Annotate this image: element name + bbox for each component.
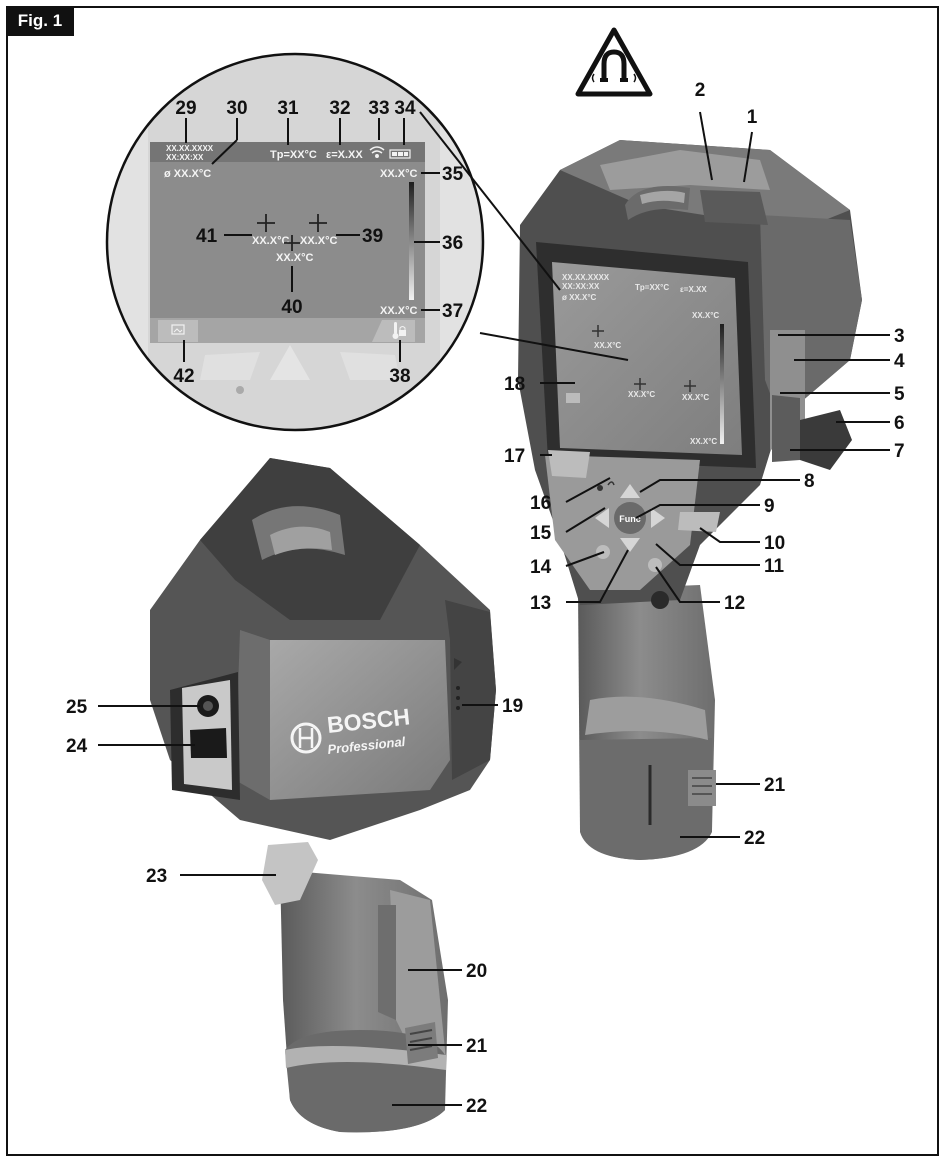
callout-21-rear: 21 bbox=[764, 775, 786, 796]
callout-23: 23 bbox=[146, 866, 167, 887]
zoom-screen bbox=[150, 142, 425, 340]
callout-30: 30 bbox=[226, 98, 247, 119]
gallery-icon bbox=[171, 324, 185, 335]
svg-text:XX.X°C: XX.X°C bbox=[276, 252, 313, 264]
callout-13: 13 bbox=[530, 593, 551, 614]
callout-36: 36 bbox=[442, 233, 463, 254]
rear-battery bbox=[580, 738, 712, 860]
callout-14: 14 bbox=[530, 557, 552, 578]
svg-text:XX.X°C: XX.X°C bbox=[594, 341, 621, 350]
callout-21-front: 21 bbox=[466, 1036, 488, 1057]
magnet-warning-icon bbox=[575, 27, 653, 97]
callout-11: 11 bbox=[764, 556, 785, 577]
rear-grip-highlight bbox=[585, 696, 708, 740]
callout-1: 1 bbox=[747, 107, 758, 128]
callout-19: 19 bbox=[502, 696, 523, 717]
svg-text:XX.X°C: XX.X°C bbox=[380, 305, 417, 317]
rear-screen bbox=[552, 262, 742, 455]
svg-text:XX:XX:XX: XX:XX:XX bbox=[562, 282, 600, 291]
callout-6: 6 bbox=[894, 413, 905, 434]
callout-7: 7 bbox=[894, 441, 905, 462]
rear-screen-crosshairs bbox=[592, 325, 696, 392]
svg-text:XX.X°C: XX.X°C bbox=[692, 311, 719, 320]
callout-33: 33 bbox=[368, 98, 389, 119]
svg-text:ø XX.X°C: ø XX.X°C bbox=[164, 168, 211, 180]
callout-25: 25 bbox=[66, 697, 88, 718]
thermometer-lock-icon bbox=[392, 322, 406, 339]
svg-text:ε=X.XX: ε=X.XX bbox=[326, 149, 363, 161]
rear-left-button[interactable] bbox=[595, 508, 609, 528]
callout-24: 24 bbox=[66, 736, 88, 757]
svg-text:XX.X°C: XX.X°C bbox=[628, 390, 655, 399]
figure-label: Fig. 1 bbox=[6, 6, 74, 36]
svg-text:ø XX.X°C: ø XX.X°C bbox=[562, 293, 597, 302]
leader-lines bbox=[98, 111, 890, 1106]
callout-34: 34 bbox=[394, 98, 416, 119]
svg-text:Tp=XX°C: Tp=XX°C bbox=[635, 283, 669, 292]
zoom-detail: XX.XX.XXXX XX:XX:XX Tp=XX°C ε=X.XX ø XX.… bbox=[105, 52, 485, 432]
callout-31: 31 bbox=[277, 98, 299, 119]
callout-5: 5 bbox=[894, 384, 905, 405]
rear-battery-latch bbox=[688, 770, 716, 806]
callout-17: 17 bbox=[504, 446, 525, 467]
front-trigger[interactable] bbox=[262, 842, 318, 905]
callout-39: 39 bbox=[362, 226, 383, 247]
rear-power-button[interactable] bbox=[648, 558, 662, 572]
callout-3: 3 bbox=[894, 326, 905, 347]
svg-text:XX.XX.XXXX: XX.XX.XXXX bbox=[562, 273, 610, 282]
callout-18: 18 bbox=[504, 374, 525, 395]
callout-15: 15 bbox=[530, 523, 552, 544]
callout-22-rear: 22 bbox=[744, 828, 765, 849]
callout-10: 10 bbox=[764, 533, 785, 554]
wifi-icon bbox=[369, 146, 385, 158]
figure-frame bbox=[6, 6, 939, 1156]
callout-16: 16 bbox=[530, 493, 551, 514]
callout-37: 37 bbox=[442, 301, 463, 322]
callout-41: 41 bbox=[196, 226, 218, 247]
callout-40: 40 bbox=[281, 297, 302, 318]
callout-20: 20 bbox=[466, 961, 487, 982]
callout-8: 8 bbox=[804, 471, 815, 492]
callout-labels: 29 30 31 32 33 34 35 36 37 38 39 40 41 4… bbox=[66, 80, 905, 1117]
rear-up-button[interactable] bbox=[620, 484, 640, 498]
svg-text:XX.X°C: XX.X°C bbox=[690, 437, 717, 446]
callout-32: 32 bbox=[329, 98, 350, 119]
front-brand-panel bbox=[265, 640, 450, 800]
svg-text:XX.X°C: XX.X°C bbox=[252, 235, 289, 247]
callout-22-front: 22 bbox=[466, 1096, 487, 1117]
zoom-softkey-left bbox=[158, 320, 198, 342]
callout-38: 38 bbox=[389, 366, 410, 387]
svg-text:XX.X°C: XX.X°C bbox=[380, 168, 417, 180]
svg-text:ε=X.XX: ε=X.XX bbox=[680, 285, 707, 294]
temperature-scale bbox=[409, 182, 414, 300]
front-top-clip bbox=[270, 526, 332, 555]
rear-down-button[interactable] bbox=[620, 538, 640, 552]
rear-softkey-left[interactable] bbox=[548, 450, 590, 478]
rear-func-button[interactable] bbox=[614, 502, 646, 534]
callout-4: 4 bbox=[894, 351, 905, 372]
front-battery-latch bbox=[405, 1022, 438, 1064]
callout-12: 12 bbox=[724, 593, 745, 614]
svg-text:XX.X°C: XX.X°C bbox=[300, 235, 337, 247]
svg-text:XX:XX:XX: XX:XX:XX bbox=[166, 153, 204, 162]
svg-text:XX.XX.XXXX: XX.XX.XXXX bbox=[166, 144, 214, 153]
front-device: BOSCH Professional bbox=[150, 458, 496, 1133]
bosch-logo-icon bbox=[290, 722, 322, 754]
rear-softkey-right[interactable] bbox=[678, 512, 720, 532]
rear-device: XX.XX.XXXX XX:XX:XX ø XX.X°C Tp=XX°C ε=X… bbox=[518, 140, 862, 860]
rear-right-button[interactable] bbox=[651, 508, 665, 528]
front-thermal-sensor bbox=[190, 728, 227, 758]
battery-icon bbox=[389, 149, 411, 159]
callout-2: 2 bbox=[695, 80, 706, 101]
svg-text:XX.X°C: XX.X°C bbox=[682, 393, 709, 402]
callout-9: 9 bbox=[764, 496, 775, 517]
crosshair-icon bbox=[257, 214, 327, 251]
callout-35: 35 bbox=[442, 164, 464, 185]
svg-text:Func: Func bbox=[619, 514, 641, 524]
svg-text:Tp=XX°C: Tp=XX°C bbox=[270, 149, 317, 161]
callout-29: 29 bbox=[175, 98, 196, 119]
callout-42: 42 bbox=[173, 366, 194, 387]
